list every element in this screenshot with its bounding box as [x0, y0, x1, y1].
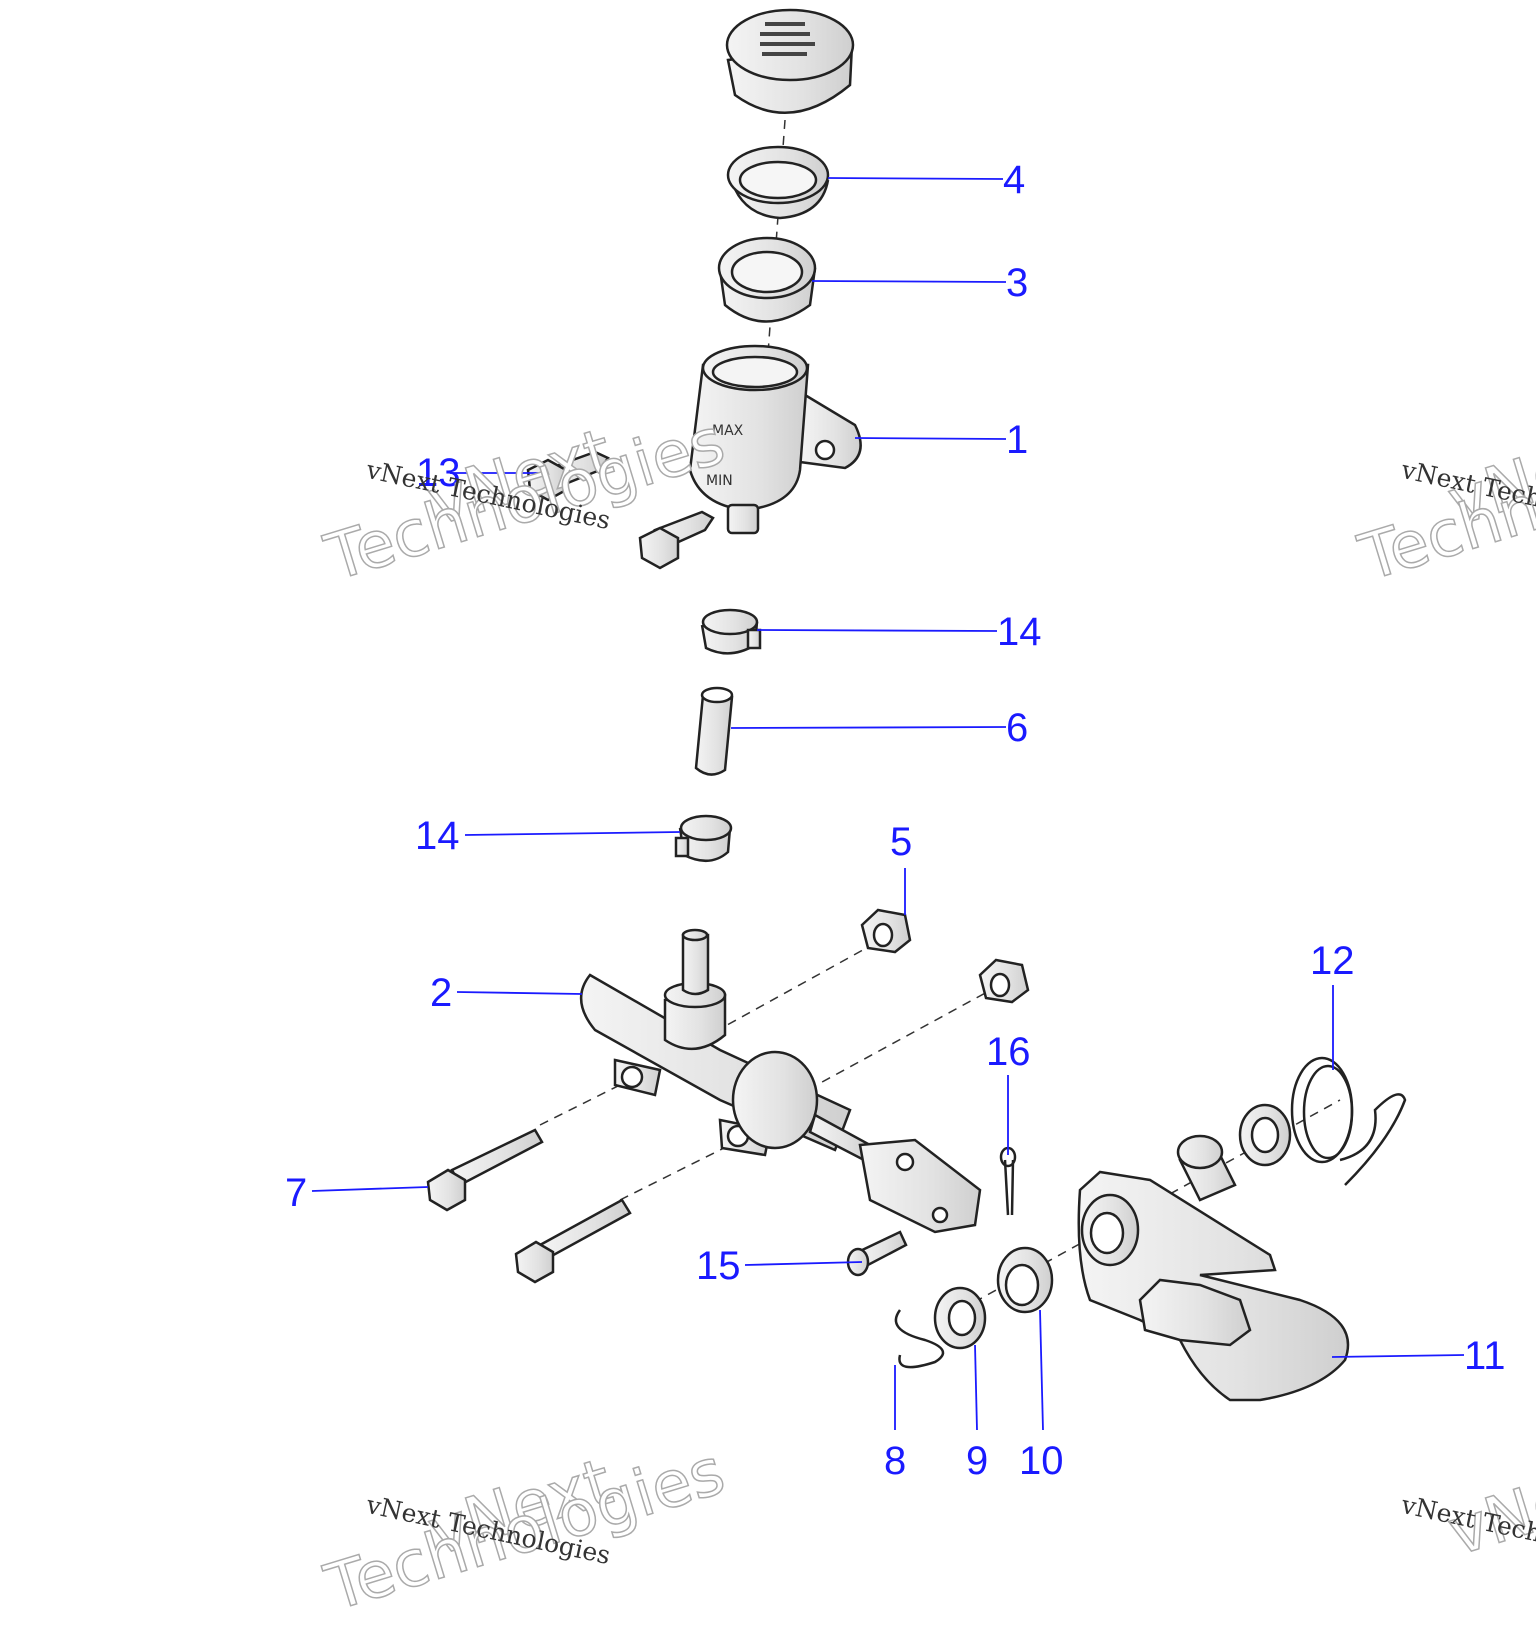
- callout-9: 9: [966, 1439, 989, 1483]
- callout-16: 16: [986, 1030, 1031, 1074]
- callout-7: 7: [285, 1171, 308, 1215]
- callout-14-lower: 14: [415, 814, 460, 858]
- callout-5: 5: [890, 820, 913, 864]
- hair-clip: [894, 1309, 945, 1369]
- bushing-right: [1176, 1134, 1237, 1202]
- callout-2: 2: [430, 971, 453, 1015]
- callout-14-upper: 14: [997, 610, 1042, 654]
- callout-6: 6: [1006, 706, 1029, 750]
- callout-12: 12: [1310, 939, 1355, 983]
- hose-clamp-lower: [674, 814, 733, 862]
- callout-13: 13: [416, 451, 461, 495]
- reservoir-body: MAX MIN: [688, 344, 862, 535]
- callout-11: 11: [1464, 1334, 1506, 1378]
- diaphragm-plate: [717, 236, 817, 323]
- callout-10: 10: [1019, 1439, 1064, 1483]
- svg-text:MAX: MAX: [712, 423, 744, 439]
- callout-8: 8: [884, 1439, 907, 1483]
- callout-15: 15: [696, 1244, 741, 1288]
- reservoir-cap: [725, 8, 855, 114]
- callout-4: 4: [1003, 158, 1026, 202]
- svg-text:MIN: MIN: [706, 473, 733, 489]
- exploded-parts-diagram: MAX MIN: [311, 8, 1465, 1431]
- assembly-axes: [539, 119, 1341, 1311]
- diaphragm: [726, 145, 830, 220]
- reservoir-bolts: [526, 450, 715, 570]
- hose-clamp-upper: [700, 608, 762, 655]
- hose: [694, 686, 734, 776]
- master-cylinder: [579, 928, 982, 1234]
- callout-3: 3: [1006, 261, 1029, 305]
- mounting-bolts: [426, 1128, 632, 1284]
- washer-left: [933, 1286, 987, 1350]
- return-spring: [1290, 1056, 1407, 1186]
- leader-lines: [311, 177, 1465, 1431]
- callout-1: 1: [1006, 418, 1029, 462]
- nuts: [860, 908, 1030, 1004]
- washer-right: [1238, 1103, 1292, 1167]
- clutch-pedal: [1077, 1170, 1350, 1402]
- clevis-pin: [846, 1230, 908, 1277]
- cotter-pin: [999, 1146, 1017, 1216]
- bushing-left: [996, 1246, 1054, 1314]
